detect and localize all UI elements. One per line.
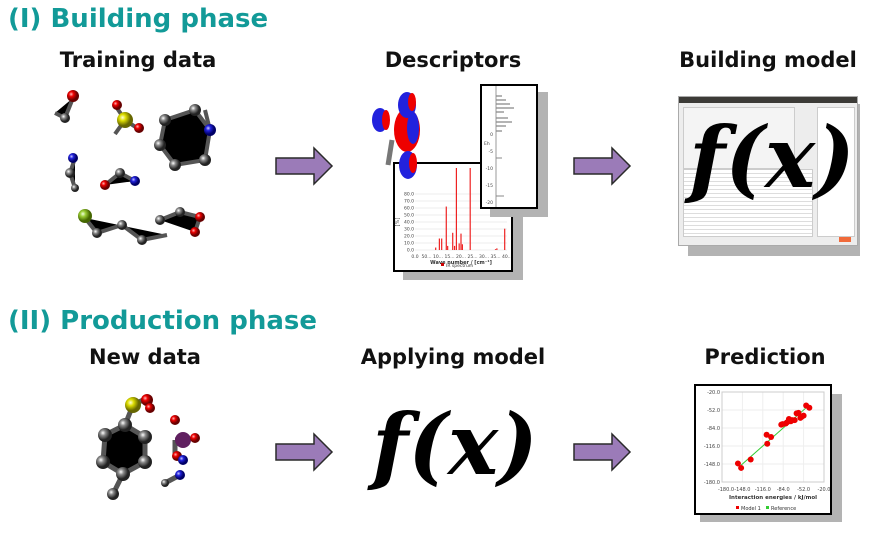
- y-tick-label: 40.0: [404, 220, 414, 226]
- data-point: [738, 464, 745, 471]
- x-tick-label: 15...: [444, 254, 454, 260]
- data-point: [800, 412, 807, 419]
- x-tick-label: 35...: [490, 254, 500, 260]
- orbital-energy-chart: 0 -5 -10 -15 -20 Eh: [484, 86, 514, 207]
- x-tick-label: -84.0: [777, 487, 790, 493]
- legend-label: Reference: [771, 506, 796, 512]
- prediction-scatter-chart: -20.0-52.0-84.0-116.0-148.0-180.0-180.0-…: [704, 390, 831, 512]
- x-tick-label: -20.0: [818, 487, 830, 493]
- new-data-molecule: [96, 394, 200, 500]
- qsar-app-screenshot: [678, 96, 858, 246]
- y-tick-label: 0: [490, 132, 493, 138]
- legend-swatch: [766, 506, 769, 509]
- y-tick-label: -5: [489, 149, 494, 155]
- training-data-title: Training data: [59, 48, 217, 72]
- y-tick-label: 80.0: [404, 192, 414, 198]
- legend-swatch: [441, 263, 444, 266]
- data-point: [734, 460, 741, 467]
- data-point: [791, 417, 798, 424]
- data-point: [768, 434, 775, 440]
- x-tick-label: 10...: [433, 254, 443, 260]
- legend-label: Model 1: [741, 506, 761, 512]
- plot-area: [721, 391, 825, 483]
- new-data-title: New data: [89, 345, 201, 369]
- y-tick-label: -10: [486, 166, 493, 172]
- y-tick-label: 50.0: [404, 213, 414, 219]
- x-axis-label: Interaction energies / kJ/mol: [729, 495, 817, 501]
- formula-fx-building: f(x): [689, 108, 855, 207]
- y-tick-label: -20: [486, 200, 493, 206]
- molecular-orbital-image: [372, 92, 420, 179]
- applying-model-title: Applying model: [360, 345, 546, 369]
- building-model-title: Building model: [679, 48, 857, 72]
- x-tick-label: 0.0: [411, 254, 418, 260]
- prediction-panel: -20.0-52.0-84.0-116.0-148.0-180.0-180.0-…: [694, 384, 832, 515]
- x-tick-label: -180.0: [718, 487, 734, 493]
- y-tick-label: 20.0: [404, 234, 414, 240]
- x-axis-label: Wave number / [cm⁻¹]: [430, 260, 492, 266]
- arrow-icon: [275, 432, 334, 472]
- data-point: [806, 404, 813, 411]
- x-tick-label: 25...: [467, 254, 477, 260]
- y-tick-label: 70.0: [404, 199, 414, 205]
- formula-fx-applying: f(x): [372, 395, 538, 494]
- y-tick-label: 10.0: [404, 241, 414, 247]
- y-tick-label: -20.0: [707, 390, 720, 396]
- training-molecules: [54, 90, 216, 245]
- legend-label: IR spectrum: [446, 263, 473, 269]
- phase2-title: (II) Production phase: [8, 306, 317, 336]
- orbital-energy-panel: 0 -5 -10 -15 -20 Eh: [480, 84, 538, 209]
- y-tick-label: -116.0: [704, 444, 720, 450]
- y-tick-label: -52.0: [707, 408, 720, 414]
- data-point: [747, 456, 754, 463]
- x-tick-label: -52.0: [797, 487, 810, 493]
- x-tick-label: -148.0: [734, 487, 750, 493]
- y-tick-label: 60.0: [404, 206, 414, 212]
- y-tick-label: -15: [486, 183, 493, 189]
- prediction-title: Prediction: [704, 345, 826, 369]
- x-tick-label: -116.0: [755, 487, 771, 493]
- arrow-icon: [573, 146, 632, 186]
- arrow-icon: [275, 146, 334, 186]
- x-tick-label: 50...: [421, 254, 431, 260]
- descriptors-title: Descriptors: [384, 48, 522, 72]
- y-tick-label: -84.0: [707, 426, 720, 432]
- legend-swatch: [736, 506, 739, 509]
- data-point: [764, 440, 771, 447]
- y-axis-label: Eh: [484, 141, 490, 147]
- phase1-title: (I) Building phase: [8, 4, 269, 34]
- x-tick-label: 20...: [456, 254, 466, 260]
- x-tick-label: 30...: [479, 254, 489, 260]
- y-tick-label: -148.0: [704, 462, 720, 468]
- y-tick-label: 30.0: [404, 227, 414, 233]
- data-point: [763, 431, 770, 438]
- y-tick-label: 0.0: [407, 248, 414, 254]
- y-tick-label: -180.0: [704, 480, 720, 486]
- x-tick-label: 40...: [502, 254, 511, 260]
- y-axis-label: [%]: [395, 218, 401, 227]
- arrow-icon: [573, 432, 632, 472]
